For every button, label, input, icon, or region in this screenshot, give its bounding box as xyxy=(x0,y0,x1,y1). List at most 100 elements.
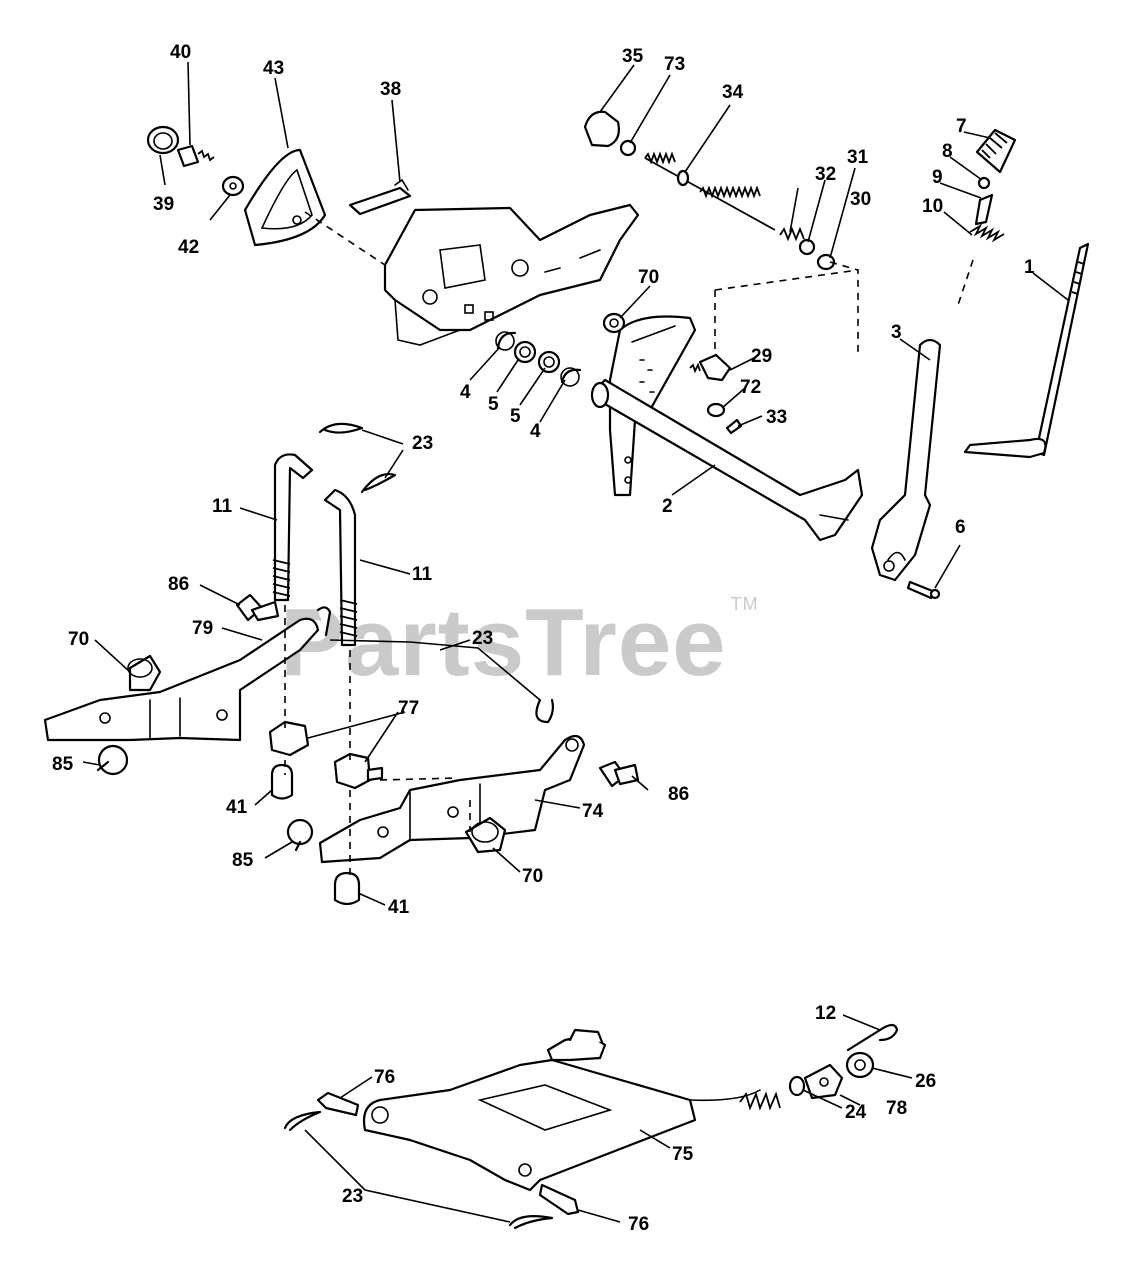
label-73: 73 xyxy=(664,54,685,75)
label-23-middle: 23 xyxy=(472,628,493,649)
deck-bracket-75 xyxy=(362,1058,781,1192)
knob-35 xyxy=(583,110,620,148)
label-6: 6 xyxy=(955,517,966,538)
retaining-ring-4b xyxy=(560,367,582,387)
plug-85-left xyxy=(96,744,129,776)
block-77-right xyxy=(333,752,384,790)
label-3: 3 xyxy=(891,322,902,343)
label-30: 30 xyxy=(850,189,871,210)
label-8: 8 xyxy=(942,141,953,162)
assembly-line-lever xyxy=(956,259,974,309)
label-41-upper: 41 xyxy=(226,797,248,818)
label-12: 12 xyxy=(815,1003,836,1024)
label-7: 7 xyxy=(956,116,967,137)
stud-bolt xyxy=(546,1028,607,1062)
hairpin-23-bottom xyxy=(283,1110,554,1230)
washer-31 xyxy=(798,238,816,256)
label-75: 75 xyxy=(672,1144,694,1165)
hairpin-23-middle xyxy=(316,606,554,724)
washer-73 xyxy=(619,139,637,157)
label-76-lower: 76 xyxy=(628,1214,649,1235)
label-43: 43 xyxy=(263,58,284,79)
nut-26 xyxy=(845,1051,875,1079)
label-31: 31 xyxy=(847,147,869,168)
callout-labels: 40 43 38 39 42 35 73 34 31 32 30 7 8 9 1… xyxy=(52,42,1035,1235)
bushing-70-left xyxy=(127,654,162,692)
bolt-29 xyxy=(689,353,732,382)
leader-lines xyxy=(82,61,1069,1223)
screw-6 xyxy=(906,580,941,600)
label-5-right: 5 xyxy=(510,406,521,427)
frame-plate xyxy=(383,203,640,346)
block-77-left xyxy=(268,720,310,757)
label-10: 10 xyxy=(922,196,943,217)
nut-41-lower xyxy=(333,871,361,906)
threaded-rod-34 xyxy=(644,151,776,231)
screw-33 xyxy=(725,418,743,435)
washer-42 xyxy=(221,175,245,197)
washer-72 xyxy=(706,402,726,418)
hairpin-12 xyxy=(846,1023,899,1052)
lift-lever-3 xyxy=(870,338,942,582)
label-29: 29 xyxy=(751,346,772,367)
assembly-lines-middle xyxy=(284,605,471,880)
label-26: 26 xyxy=(915,1071,936,1092)
label-1: 1 xyxy=(1024,257,1035,278)
label-72: 72 xyxy=(740,377,761,398)
label-33: 33 xyxy=(766,407,787,428)
label-86-right: 86 xyxy=(668,784,689,805)
bracket-38 xyxy=(348,178,412,216)
label-85-right: 85 xyxy=(232,850,254,871)
adjusting-rod-11-left xyxy=(272,453,314,602)
washer-70-top xyxy=(602,312,626,334)
label-78: 78 xyxy=(886,1098,907,1119)
label-38: 38 xyxy=(380,79,401,100)
label-39: 39 xyxy=(153,194,174,215)
lift-rod-1 xyxy=(963,242,1090,459)
label-35: 35 xyxy=(622,46,644,67)
label-11-left: 11 xyxy=(212,496,233,517)
label-32: 32 xyxy=(815,164,836,185)
trunnion-78 xyxy=(803,1063,844,1100)
label-70-left: 70 xyxy=(68,629,89,650)
pin-76-lower xyxy=(538,1183,580,1216)
label-24: 24 xyxy=(845,1102,867,1123)
washer-24 xyxy=(788,1075,806,1097)
label-11-right: 11 xyxy=(412,564,433,585)
adjusting-rod-11-right xyxy=(323,488,358,647)
label-23-top: 23 xyxy=(412,433,433,454)
label-23-bottom: 23 xyxy=(342,1186,363,1207)
label-41-lower: 41 xyxy=(388,897,410,918)
label-74: 74 xyxy=(582,801,604,822)
label-9: 9 xyxy=(932,167,943,188)
lift-arm-74 xyxy=(318,734,586,864)
pin-76-upper xyxy=(316,1091,360,1117)
watermark-trademark: TM xyxy=(730,594,759,614)
label-42: 42 xyxy=(178,237,199,258)
bushing-70-right xyxy=(464,816,507,854)
lift-shaft-2 xyxy=(590,315,864,542)
spring-32 xyxy=(779,226,805,242)
label-40: 40 xyxy=(170,42,191,63)
label-79: 79 xyxy=(192,618,213,639)
nut-41-upper xyxy=(270,763,294,800)
label-34: 34 xyxy=(722,82,744,103)
washer-5b xyxy=(537,350,561,374)
label-4-left: 4 xyxy=(460,382,471,403)
pin-9 xyxy=(974,193,994,226)
label-85-left: 85 xyxy=(52,754,74,775)
knob-cover xyxy=(243,148,327,247)
assembly-line-cover xyxy=(304,211,386,266)
spring-10 xyxy=(969,223,1005,243)
screw-40 xyxy=(176,144,215,168)
label-76-upper: 76 xyxy=(374,1067,395,1088)
label-77: 77 xyxy=(398,698,419,719)
plug-85-right xyxy=(286,818,314,852)
retaining-ring-4a xyxy=(495,331,517,351)
washer-5a xyxy=(513,340,537,364)
bolt-86-right xyxy=(598,760,640,788)
bolt-86-left xyxy=(235,593,280,622)
label-86-left: 86 xyxy=(168,574,189,595)
label-70-right: 70 xyxy=(522,866,543,887)
